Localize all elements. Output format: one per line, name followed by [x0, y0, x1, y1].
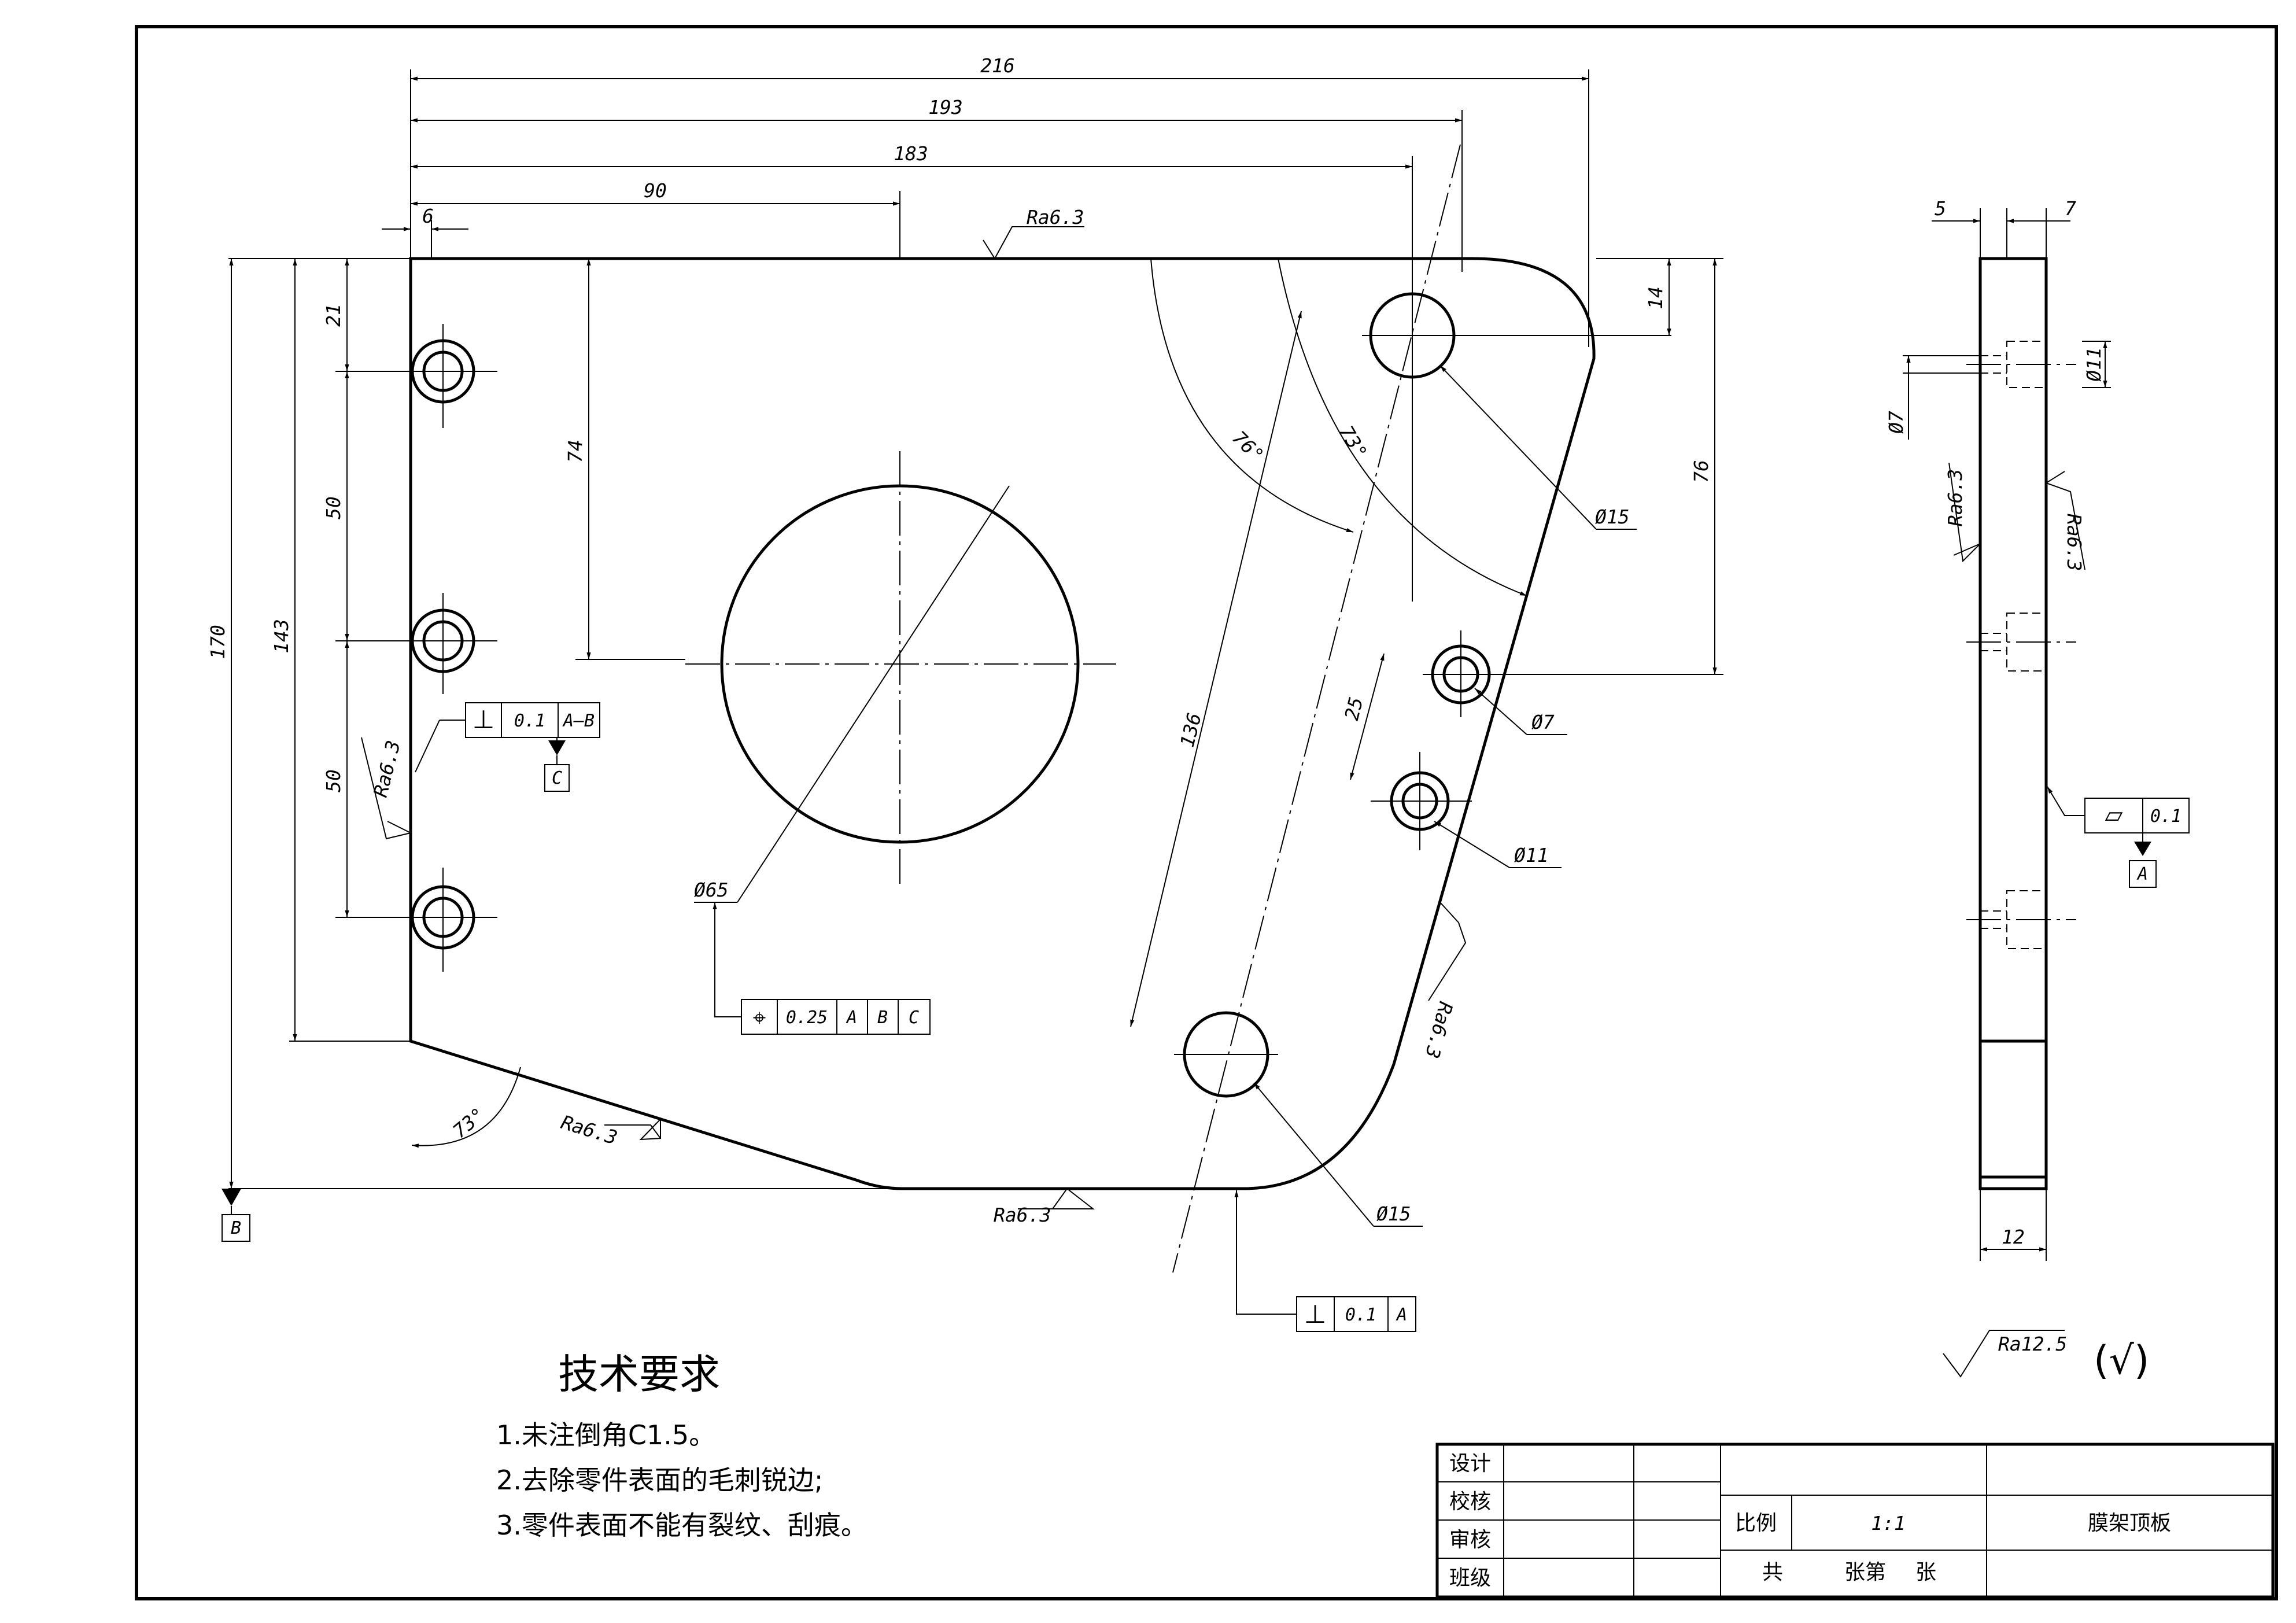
dim-phi11: Ø11: [1514, 844, 1549, 866]
general-roughness-value: Ra12.5: [1998, 1333, 2067, 1355]
perpendicularity-icon: ⊥: [473, 705, 494, 735]
datum-a-label: A: [2136, 864, 2148, 884]
main-view: 216 193 183 90 6 170 143 21 50 50 74 14 …: [206, 54, 1723, 1332]
tolerance-datum: A: [846, 1008, 857, 1028]
scale-label: 比例: [1735, 1511, 1777, 1535]
side-roughness-left: Ra6.3: [1944, 469, 1966, 526]
roughness-right: Ra6.3: [1421, 999, 1457, 1061]
title-row-review: 审核: [1449, 1528, 1491, 1552]
tolerance-value: 0.1: [2150, 806, 2181, 827]
dim-50-upper: 50: [322, 496, 345, 519]
dim-50-lower: 50: [322, 769, 345, 792]
roughness-top: Ra6.3: [1027, 206, 1084, 228]
part-outline: [409, 257, 1596, 1190]
roughness-slant: Ra6.3: [559, 1111, 620, 1149]
left-hole-1: [393, 324, 497, 428]
flatness-icon: ▱: [2105, 802, 2123, 828]
sheets-mid: 张第: [1844, 1561, 1886, 1584]
tolerance-datum: C: [909, 1008, 919, 1028]
sheets-total: 共: [1762, 1561, 1783, 1584]
dim-6: 6: [422, 205, 434, 227]
tolerance-value: 0.1: [1345, 1305, 1376, 1325]
perpendicularity-icon: ⊥: [1304, 1300, 1326, 1329]
title-block: 设计 校核 审核 班级 比例 1:1 共 张第 张 膜架顶板: [1435, 1443, 2275, 1599]
dim-phi15-upper: Ø15: [1595, 506, 1630, 528]
side-dim-7: 7: [2065, 197, 2076, 220]
leader-lines: [415, 365, 1637, 1227]
hole-lower-middle: [1371, 752, 1472, 850]
tolerance-value: 0.25: [786, 1008, 828, 1028]
title-row-design: 设计: [1449, 1452, 1491, 1476]
fcf-position: ⌖ 0.25 A B C: [713, 902, 931, 1035]
dimension-lines: [229, 76, 1717, 1189]
hole-middle-right: [1423, 630, 1501, 717]
title-row-class: 班级: [1449, 1566, 1491, 1590]
slant-centerline: [1172, 144, 1461, 1273]
general-roughness-paren: (√): [2094, 1338, 2149, 1384]
dim-phi7: Ø7: [1531, 711, 1555, 733]
datum-b-label: B: [231, 1218, 241, 1238]
part-name: 膜架顶板: [2088, 1511, 2171, 1535]
drawing-border: [135, 25, 2278, 1600]
left-hole-2: [393, 593, 497, 694]
title-row-check: 校核: [1449, 1490, 1491, 1514]
dim-216: 216: [980, 54, 1015, 77]
roughness-left: Ra6.3: [369, 738, 405, 799]
extension-lines: [228, 69, 1723, 1189]
dim-25: 25: [1340, 695, 1367, 722]
side-view: 5 7 12 Ø11 Ø7 Ra6.3 Ra6.3 ▱ 0.1 A: [1885, 197, 2190, 1261]
dim-76: 76: [1690, 460, 1712, 483]
dim-136: 136: [1176, 711, 1206, 750]
technical-notes: 技术要求 1.未注倒角C1.5。 2.去除零件表面的毛刺锐边; 3.零件表面不能…: [496, 1351, 868, 1541]
fcf-perpendicularity-2: ⊥ 0.1 A: [1234, 1190, 1416, 1332]
tolerance-datum: A–B: [562, 711, 595, 731]
notes-item-3: 3.零件表面不能有裂纹、刮痕。: [496, 1510, 868, 1541]
dim-183: 183: [894, 142, 928, 165]
tolerance-datum: A: [1396, 1305, 1407, 1325]
sheets-end: 张: [1915, 1561, 1936, 1584]
side-dim-5: 5: [1935, 197, 1946, 220]
angle-73: 73°: [1335, 422, 1372, 463]
fcf-flatness: ▱ 0.1 A: [2047, 786, 2190, 888]
dim-143: 143: [270, 619, 293, 654]
left-hole-3: [393, 868, 497, 972]
side-dim-12: 12: [2002, 1226, 2025, 1248]
dim-193: 193: [928, 96, 963, 119]
roughness-bottom: Ra6.3: [994, 1204, 1051, 1226]
notes-item-2: 2.去除零件表面的毛刺锐边;: [496, 1465, 823, 1496]
angle-76: 76°: [1228, 426, 1268, 467]
notes-title: 技术要求: [558, 1351, 720, 1398]
tolerance-value: 0.1: [514, 711, 545, 731]
dimension-texts: 216 193 183 90 6 170 143 21 50 50 74 14 …: [206, 54, 1712, 1225]
dim-74: 74: [564, 440, 586, 463]
datum-b: B: [222, 1189, 250, 1242]
dim-phi65: Ø65: [694, 879, 729, 901]
side-dim-phi11: Ø11: [2083, 347, 2105, 382]
angle-73-bottom: 73°: [448, 1103, 489, 1142]
side-roughness-right: Ra6.3: [2063, 514, 2085, 571]
position-icon: ⌖: [753, 1005, 766, 1031]
notes-item-1: 1.未注倒角C1.5。: [496, 1419, 715, 1451]
fcf-perpendicularity-1: ⊥ 0.1 A–B C: [440, 702, 600, 792]
dim-phi15-lower: Ø15: [1376, 1203, 1411, 1225]
dim-170: 170: [206, 625, 229, 659]
angle-arcs: [411, 258, 1527, 1148]
datum-c-label: C: [552, 768, 562, 788]
center-bore: [685, 451, 1116, 888]
dim-90: 90: [644, 179, 667, 202]
general-roughness: Ra12.5 (√): [1943, 1330, 2149, 1384]
scale-value: 1:1: [1871, 1512, 1906, 1535]
tolerance-datum: B: [877, 1008, 888, 1028]
side-dim-phi7: Ø7: [1885, 411, 1907, 434]
hole-upper-right: [1362, 283, 1671, 602]
hole-lower-left: [1174, 1011, 1278, 1098]
dim-14: 14: [1644, 286, 1667, 309]
dim-21: 21: [322, 304, 345, 327]
